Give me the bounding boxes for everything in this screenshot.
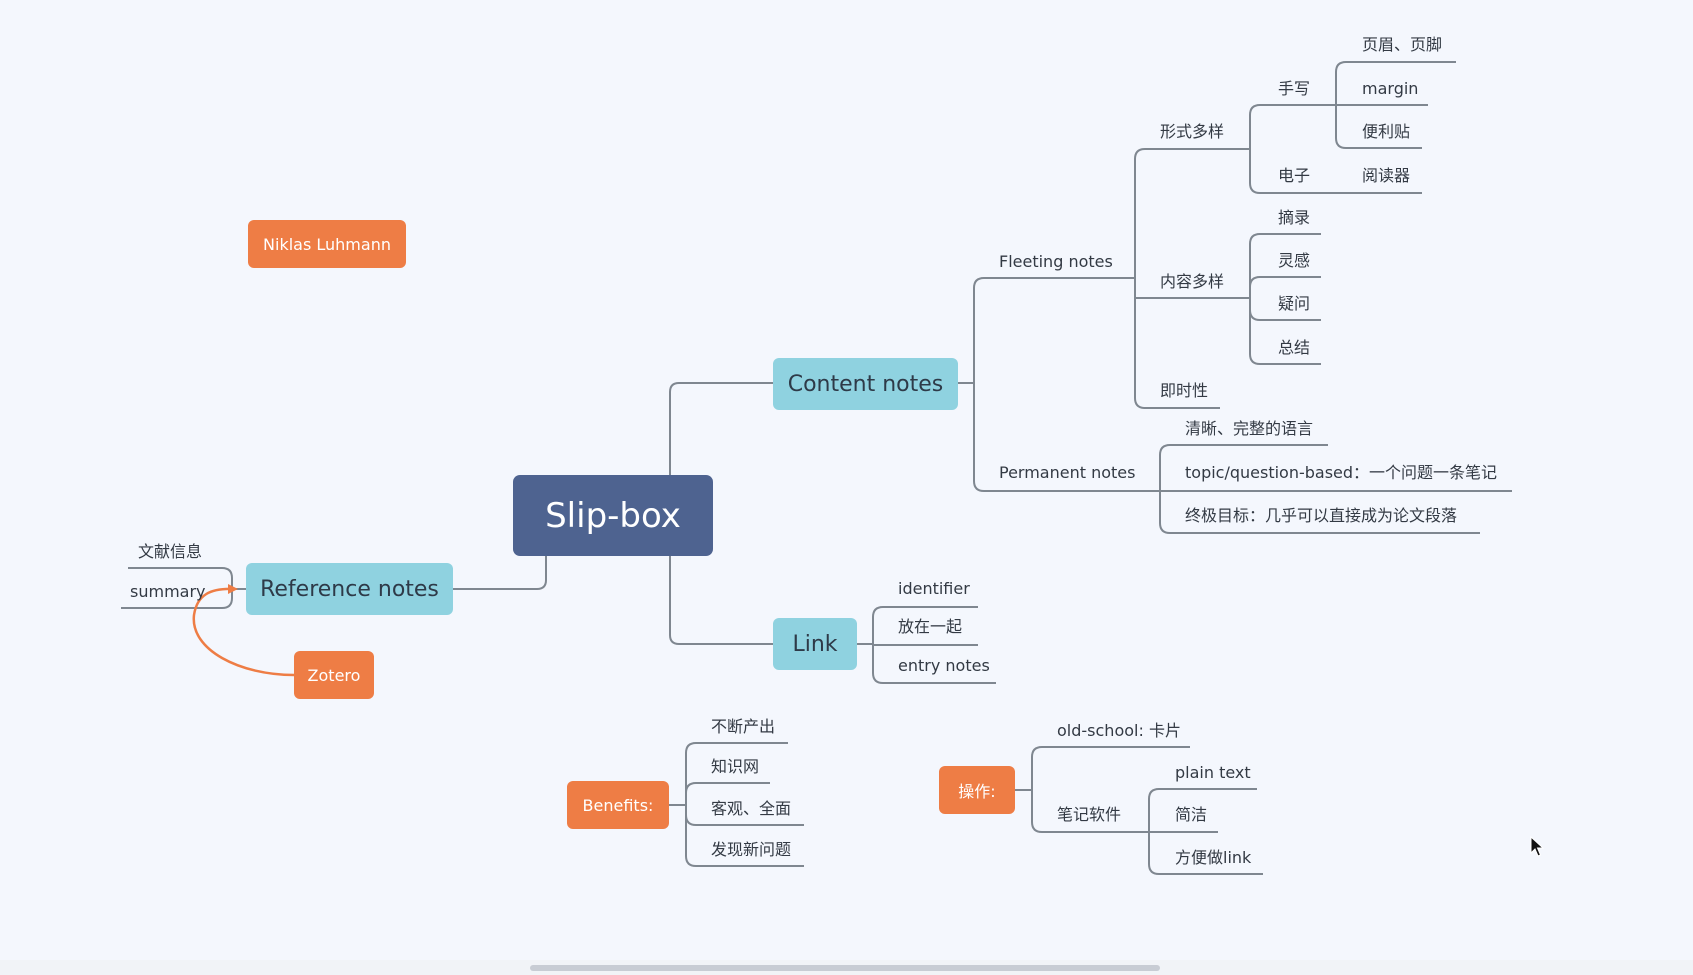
leaf-header-footer[interactable]: 页眉、页脚 (1362, 35, 1443, 54)
subtopic-content-varied[interactable]: 内容多样 (1160, 272, 1225, 291)
leaf-put-together[interactable]: 放在一起 (898, 617, 963, 636)
connector-fleeting-immediacy (1134, 278, 1220, 409)
zotero-arrow (192, 587, 295, 677)
leaf-clear-language[interactable]: 清晰、完整的语言 (1185, 419, 1314, 438)
topic-link[interactable]: Link (773, 618, 857, 670)
root-node-slip-box[interactable]: Slip-box (513, 475, 713, 556)
connector-fleeting-form (1134, 148, 1250, 278)
connector-root-link (669, 556, 773, 645)
leaf-ultimate-goal[interactable]: 终极目标：几乎可以直接成为论文段落 (1185, 506, 1458, 525)
topic-content-notes[interactable]: Content notes (773, 358, 958, 410)
leaf-entry-notes[interactable]: entry notes (898, 656, 990, 675)
leaf-sticky-note[interactable]: 便利贴 (1362, 122, 1411, 141)
leaf-continuous-output[interactable]: 不断产出 (711, 717, 776, 736)
subtopic-permanent-notes[interactable]: Permanent notes (999, 463, 1136, 482)
leaf-bibliography-info[interactable]: 文献信息 (138, 542, 203, 561)
connector-root-content (669, 382, 773, 475)
topic-reference-notes[interactable]: Reference notes (246, 563, 453, 615)
connector-content-fleeting (973, 277, 1109, 383)
leaf-question[interactable]: 疑问 (1278, 294, 1311, 313)
horizontal-scrollbar-thumb[interactable] (530, 965, 1160, 971)
leaf-identifier[interactable]: identifier (898, 579, 970, 598)
subtopic-immediacy[interactable]: 即时性 (1160, 381, 1209, 400)
leaf-margin[interactable]: margin (1362, 79, 1419, 98)
subtopic-note-software[interactable]: 笔记软件 (1057, 805, 1122, 824)
subtopic-old-school-cards[interactable]: old-school: 卡片 (1057, 721, 1181, 740)
floating-topic-benefits[interactable]: Benefits: (567, 781, 669, 829)
mouse-pointer-icon (1530, 836, 1544, 857)
leaf-reader[interactable]: 阅读器 (1362, 166, 1411, 185)
leaf-discover-new-problems[interactable]: 发现新问题 (711, 840, 792, 859)
floating-topic-niklas-luhmann[interactable]: Niklas Luhmann (248, 220, 406, 268)
connector-root-reference (453, 556, 547, 590)
subtopic-form-varied[interactable]: 形式多样 (1160, 122, 1225, 141)
leaf-summary-cn[interactable]: 总结 (1278, 338, 1311, 357)
leaf-concise[interactable]: 简洁 (1175, 805, 1208, 824)
floating-topic-operations[interactable]: 操作: (939, 766, 1015, 814)
leaf-inspiration[interactable]: 灵感 (1278, 251, 1311, 270)
leaf-easy-link[interactable]: 方便做link (1175, 848, 1252, 867)
subtopic-handwritten[interactable]: 手写 (1278, 79, 1311, 98)
leaf-objective-comprehensive[interactable]: 客观、全面 (711, 799, 792, 818)
subtopic-electronic[interactable]: 电子 (1278, 166, 1311, 185)
leaf-summary[interactable]: summary (130, 582, 206, 601)
leaf-knowledge-network[interactable]: 知识网 (711, 757, 760, 776)
zotero-arrow-head (228, 584, 238, 594)
leaf-topic-question-based[interactable]: topic/question-based：一个问题一条笔记 (1185, 463, 1498, 482)
floating-topic-zotero[interactable]: Zotero (294, 651, 374, 699)
leaf-plain-text[interactable]: plain text (1175, 763, 1251, 782)
connector-content-permanent (973, 383, 1139, 492)
leaf-excerpt[interactable]: 摘录 (1278, 208, 1311, 227)
subtopic-fleeting-notes[interactable]: Fleeting notes (999, 252, 1113, 271)
